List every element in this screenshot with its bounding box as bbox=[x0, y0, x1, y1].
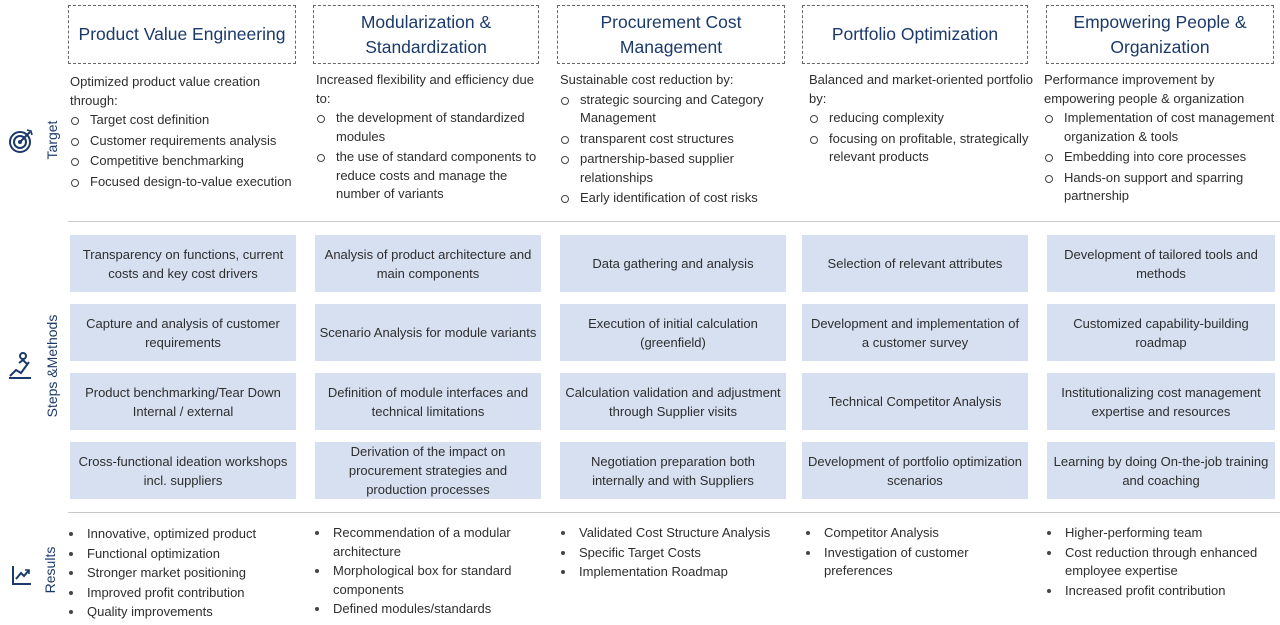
row-label-steps-text: Steps &Methods bbox=[44, 314, 60, 418]
target-item: Early identification of cost risks bbox=[560, 189, 788, 208]
steps-methods-icon bbox=[9, 352, 31, 379]
column-header-modularization: Modularization & Standardization bbox=[313, 5, 539, 64]
result-item: Defined modules/standards bbox=[315, 600, 541, 619]
row-label-results: Results bbox=[0, 515, 66, 620]
target-item: strategic sourcing and Category Manageme… bbox=[560, 91, 788, 128]
target-intro: Optimized product value creation through… bbox=[70, 74, 261, 108]
target-empowering: Performance improvement by empowering pe… bbox=[1044, 71, 1276, 208]
target-item: Target cost definition bbox=[70, 111, 300, 130]
step-box: Calculation validation and adjustment th… bbox=[560, 373, 786, 430]
results-chart-icon bbox=[12, 566, 31, 585]
target-icon bbox=[9, 129, 33, 153]
step-box: Learning by doing On-the-job training an… bbox=[1047, 442, 1275, 499]
result-item: Quality improvements bbox=[69, 603, 299, 622]
target-modularization: Increased flexibility and efficiency due… bbox=[316, 71, 542, 206]
step-box: Transparency on functions, current costs… bbox=[70, 235, 296, 292]
target-item: the use of standard components to reduce… bbox=[316, 148, 542, 204]
result-item: Implementation Roadmap bbox=[561, 563, 787, 582]
result-item: Competitor Analysis bbox=[806, 524, 1032, 543]
step-box: Development and implementation of a cust… bbox=[802, 304, 1028, 361]
result-item: Stronger market positioning bbox=[69, 564, 299, 583]
target-item: Hands-on support and sparring partnershi… bbox=[1044, 169, 1276, 206]
result-item: Increased profit contribution bbox=[1047, 582, 1277, 601]
result-item: Cost reduction through enhanced employee… bbox=[1047, 544, 1277, 581]
row-label-target: Target bbox=[0, 70, 66, 215]
result-item: Recommendation of a modular architecture bbox=[315, 524, 541, 561]
row-label-target-text: Target bbox=[44, 120, 60, 160]
step-box: Derivation of the impact on procurement … bbox=[315, 442, 541, 499]
step-box: Development of portfolio optimization sc… bbox=[802, 442, 1028, 499]
separator-steps-results bbox=[68, 512, 1280, 513]
result-item: Functional optimization bbox=[69, 545, 299, 564]
target-intro: Performance improvement by empowering pe… bbox=[1044, 72, 1245, 106]
step-box: Customized capability-building roadmap bbox=[1047, 304, 1275, 361]
target-item: focusing on profitable, strategically re… bbox=[809, 130, 1035, 167]
step-box: Negotiation preparation both internally … bbox=[560, 442, 786, 499]
results-empowering: Higher-performing team Cost reduction th… bbox=[1047, 524, 1277, 601]
target-portfolio: Balanced and market-oriented portfolio b… bbox=[809, 71, 1035, 169]
results-modularization: Recommendation of a modular architecture… bbox=[315, 524, 541, 620]
step-box: Selection of relevant attributes bbox=[802, 235, 1028, 292]
column-header-portfolio: Portfolio Optimization bbox=[802, 5, 1028, 64]
row-label-results-text: Results bbox=[42, 546, 58, 594]
step-box: Institutionalizing cost management exper… bbox=[1047, 373, 1275, 430]
separator-target-steps bbox=[68, 221, 1280, 222]
result-item: Morphological box for standard component… bbox=[315, 562, 541, 599]
step-box: Definition of module interfaces and tech… bbox=[315, 373, 541, 430]
step-box: Analysis of product architecture and mai… bbox=[315, 235, 541, 292]
target-intro: Sustainable cost reduction by: bbox=[560, 72, 734, 87]
step-box: Cross-functional ideation workshops incl… bbox=[70, 442, 296, 499]
target-item: transparent cost structures bbox=[560, 130, 788, 149]
target-item: Implementation of cost management organi… bbox=[1044, 109, 1276, 146]
step-box: Technical Competitor Analysis bbox=[802, 373, 1028, 430]
step-box: Development of tailored tools and method… bbox=[1047, 235, 1275, 292]
results-portfolio: Competitor Analysis Investigation of cus… bbox=[806, 524, 1032, 582]
result-item: Specific Target Costs bbox=[561, 544, 787, 563]
step-box: Capture and analysis of customer require… bbox=[70, 304, 296, 361]
target-procurement: Sustainable cost reduction by: strategic… bbox=[560, 71, 788, 210]
target-item: Focused design-to-value execution bbox=[70, 173, 300, 192]
step-box: Data gathering and analysis bbox=[560, 235, 786, 292]
result-item: Improved profit contribution bbox=[69, 584, 299, 603]
target-intro: Increased flexibility and efficiency due… bbox=[316, 72, 534, 106]
results-procurement: Validated Cost Structure Analysis Specif… bbox=[561, 524, 787, 583]
target-item: partnership-based supplier relationships bbox=[560, 150, 788, 187]
target-item: the development of standardized modules bbox=[316, 109, 542, 146]
step-box: Scenario Analysis for module variants bbox=[315, 304, 541, 361]
row-label-steps: Steps &Methods bbox=[0, 230, 66, 505]
target-intro: Balanced and market-oriented portfolio b… bbox=[809, 72, 1034, 106]
result-item: Innovative, optimized product bbox=[69, 525, 299, 544]
target-item: Embedding into core processes bbox=[1044, 148, 1276, 167]
step-box: Product benchmarking/Tear Down Internal … bbox=[70, 373, 296, 430]
column-header-empowering: Empowering People & Organization bbox=[1046, 5, 1274, 64]
result-item: Validated Cost Structure Analysis bbox=[561, 524, 787, 543]
target-item: reducing complexity bbox=[809, 109, 1035, 128]
step-box: Execution of initial calculation (greenf… bbox=[560, 304, 786, 361]
result-item: Investigation of customer preferences bbox=[806, 544, 1032, 581]
target-product-value: Optimized product value creation through… bbox=[70, 73, 300, 193]
column-header-product-value: Product Value Engineering bbox=[68, 5, 296, 64]
result-item: Higher-performing team bbox=[1047, 524, 1277, 543]
results-product-value: Innovative, optimized product Functional… bbox=[69, 525, 299, 623]
target-item: Competitive benchmarking bbox=[70, 152, 300, 171]
target-item: Customer requirements analysis bbox=[70, 132, 300, 151]
column-header-procurement: Procurement Cost Management bbox=[557, 5, 785, 64]
